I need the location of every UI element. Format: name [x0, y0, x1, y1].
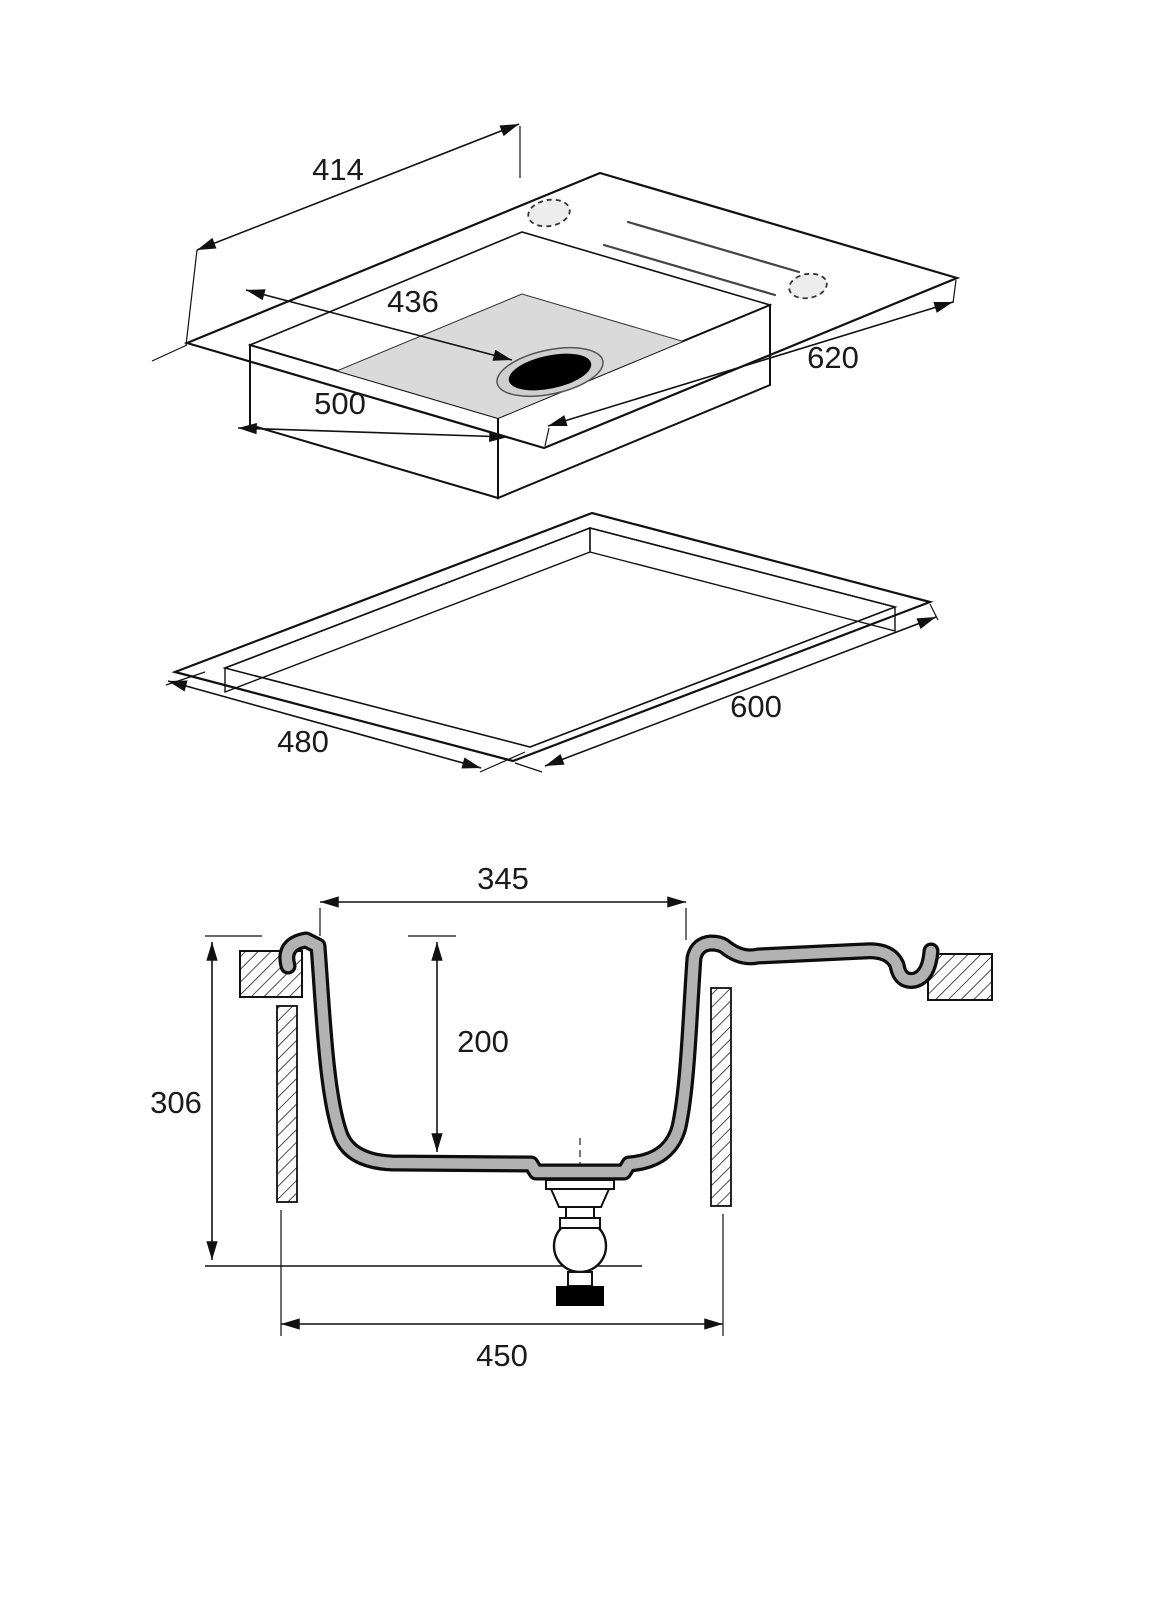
isometric-sink-view: 414 436 500 620: [151, 123, 961, 500]
dimension-500: 500: [237, 386, 509, 443]
dim-label-436: 436: [387, 284, 439, 319]
dimension-450: 450: [280, 1210, 724, 1373]
cutout-wall-right: [589, 527, 896, 632]
dim-label-345: 345: [477, 861, 529, 896]
dim-label-200: 200: [457, 1024, 509, 1059]
dim-label-306: 306: [150, 1085, 202, 1120]
cutout-hole: [222, 527, 898, 748]
dim-label-450: 450: [476, 1338, 528, 1373]
dimension-600: 600: [514, 603, 939, 773]
dim-label-600: 600: [730, 689, 782, 724]
trap-compression-nut: [559, 1217, 601, 1229]
dimension-345: 345: [319, 861, 687, 940]
cabinet-strip-left: [276, 1005, 298, 1203]
drainer-groove-2: [602, 243, 777, 297]
tap-hole-left: [527, 198, 571, 228]
dimension-620: 620: [544, 279, 957, 447]
dimension-306: 306: [150, 941, 218, 1261]
drainer-groove-1: [626, 220, 801, 274]
tap-hole-right: [788, 272, 828, 300]
dim-label-480: 480: [277, 724, 329, 759]
dim-label-414: 414: [312, 152, 364, 187]
drain-nut: [549, 1188, 611, 1208]
dimension-480: 480: [165, 671, 526, 773]
drain-pipe-lower: [567, 1271, 593, 1287]
dim-label-500: 500: [314, 386, 366, 421]
dim-label-620: 620: [807, 340, 859, 375]
cross-section-view: 345 200 306 450: [150, 861, 993, 1373]
cutout-wall-left: [224, 526, 591, 694]
dimension-414: 414: [151, 123, 521, 362]
cabinet-strip-right: [710, 987, 732, 1207]
dimension-200: 200: [431, 941, 509, 1153]
worktop-cutout-view: 480 600: [165, 511, 939, 773]
worktop-block-right: [927, 953, 993, 1001]
drain-outlet: [556, 1286, 604, 1306]
dimension-436: 436: [245, 284, 513, 361]
sink-section-outline: [278, 931, 940, 1181]
sink-section-body: [281, 934, 937, 1178]
drain-flange: [545, 1179, 615, 1190]
drain-trap-assembly: [545, 1179, 615, 1306]
